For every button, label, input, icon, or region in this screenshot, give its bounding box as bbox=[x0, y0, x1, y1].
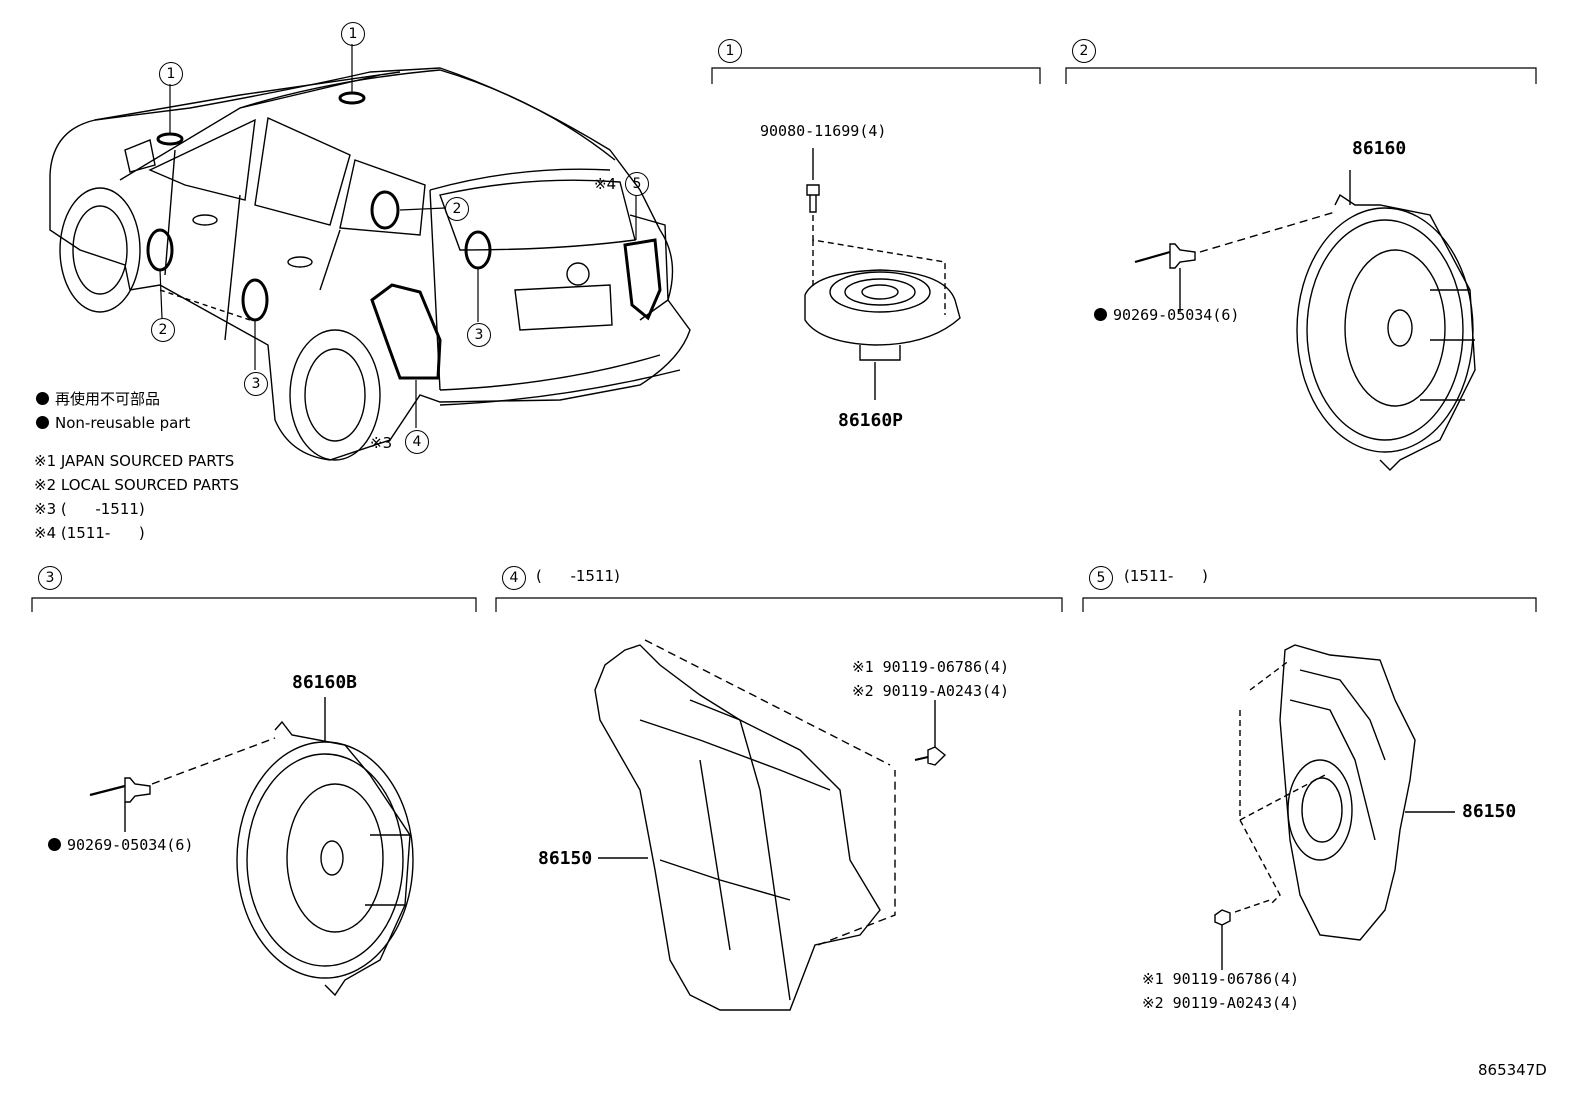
diagram-id: 865347D bbox=[1478, 1061, 1547, 1079]
part-box-86150-a[interactable]: 86150 bbox=[538, 848, 593, 869]
part-rivet-90269-05034-b[interactable]: 90269-05034(6) bbox=[48, 838, 193, 853]
section-5-range: (1511- ) bbox=[1124, 567, 1208, 585]
part-tweeter-86160P[interactable]: 86160P bbox=[838, 410, 904, 431]
section-1-header: 1 bbox=[718, 39, 742, 63]
non-reusable-dot-icon bbox=[36, 392, 49, 405]
part-box-86150-b[interactable]: 86150 bbox=[1462, 801, 1517, 822]
legend-note-3: ※3 ( -1511) bbox=[34, 500, 145, 518]
callout-1-b: 1 bbox=[341, 22, 365, 46]
callout-3-b: 3 bbox=[467, 323, 491, 347]
callout-1-a: 1 bbox=[159, 62, 183, 86]
speaker-box-5-drawing bbox=[1214, 644, 1455, 970]
front-speaker-drawing bbox=[1134, 170, 1476, 471]
legend-note-1: ※1 JAPAN SOURCED PARTS bbox=[34, 452, 235, 470]
section-2-header: 2 bbox=[1072, 39, 1096, 63]
vehicle-illustration bbox=[49, 67, 691, 461]
callout-leaders bbox=[159, 44, 637, 428]
part-screw-90119-06786-b[interactable]: ※1 90119-06786(4) bbox=[1142, 970, 1300, 988]
callout-2-a: 2 bbox=[445, 197, 469, 221]
legend-note-2: ※2 LOCAL SOURCED PARTS bbox=[34, 476, 239, 494]
part-screw-90119-A0243-b[interactable]: ※2 90119-A0243(4) bbox=[1142, 994, 1300, 1012]
non-reusable-dot-icon bbox=[1094, 308, 1107, 321]
legend-non-reusable-jp: 再使用不可部品 bbox=[36, 392, 160, 407]
tweeter-drawing bbox=[804, 148, 961, 400]
part-screw-90119-06786-a[interactable]: ※1 90119-06786(4) bbox=[852, 658, 1010, 676]
legend-note-4: ※4 (1511- ) bbox=[34, 524, 145, 542]
legend-non-reusable-en: Non-reusable part bbox=[36, 416, 190, 431]
part-front-speaker-86160[interactable]: 86160 bbox=[1352, 138, 1407, 159]
non-reusable-dot-icon bbox=[48, 838, 61, 851]
section-brackets bbox=[31, 67, 1537, 612]
rear-speaker-drawing bbox=[89, 697, 414, 997]
note-mark-3: ※3 bbox=[370, 434, 393, 452]
part-screw-90119-A0243-a[interactable]: ※2 90119-A0243(4) bbox=[852, 682, 1010, 700]
callout-3-a: 3 bbox=[244, 372, 268, 396]
speaker-location-markers bbox=[146, 91, 662, 380]
speaker-box-4-drawing bbox=[594, 639, 947, 1011]
section-3-header: 3 bbox=[38, 566, 62, 590]
part-rivet-90269-05034-a[interactable]: 90269-05034(6) bbox=[1094, 308, 1239, 323]
note-mark-4: ※4 bbox=[594, 175, 617, 193]
section-5-header: 5 bbox=[1089, 566, 1113, 590]
callout-2-b: 2 bbox=[151, 318, 175, 342]
section-4-header: 4 bbox=[502, 566, 526, 590]
part-screw-90080-11699[interactable]: 90080-11699(4) bbox=[760, 122, 887, 140]
callout-4: 4 bbox=[405, 430, 429, 454]
part-rear-speaker-86160B[interactable]: 86160B bbox=[292, 672, 358, 693]
section-4-range: ( -1511) bbox=[536, 567, 620, 585]
callout-5: 5 bbox=[625, 172, 649, 196]
non-reusable-dot-icon bbox=[36, 416, 49, 429]
